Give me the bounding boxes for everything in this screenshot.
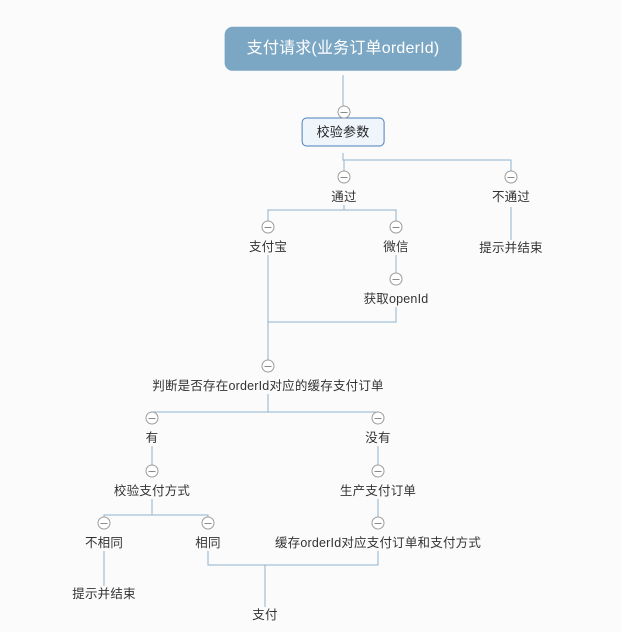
node-pay[interactable]: 支付 (252, 607, 278, 622)
node-verify[interactable]: 校验参数 (301, 117, 385, 147)
node-cache-order[interactable]: 缓存orderId对应支付订单和支付方式 (274, 535, 482, 550)
edge-alipay-to-check-cache (267, 255, 397, 323)
edge-check-cache-to-has (151, 394, 269, 418)
collapse-minus-icon-not-same[interactable] (97, 516, 111, 530)
collapse-minus-icon-fail[interactable] (504, 170, 518, 184)
collapse-minus-icon-verify[interactable] (337, 105, 351, 119)
node-same[interactable]: 相同 (195, 535, 221, 550)
collapse-minus-icon-none[interactable] (371, 411, 385, 425)
collapse-minus-icon-openid[interactable] (389, 272, 403, 286)
node-check-cache[interactable]: 判断是否存在orderId对应的缓存支付订单 (152, 378, 384, 393)
node-wechat[interactable]: 微信 (383, 239, 409, 254)
collapse-minus-icon-cache-order[interactable] (371, 516, 385, 530)
collapse-minus-icon-pass[interactable] (337, 170, 351, 184)
collapse-minus-icon-has[interactable] (145, 411, 159, 425)
node-has[interactable]: 有 (145, 430, 159, 445)
collapse-minus-icon-gen-order[interactable] (371, 464, 385, 478)
edge-pass-to-wechat (343, 205, 397, 227)
node-fail-end[interactable]: 提示并结束 (479, 240, 543, 255)
edge-verify-pay-to-not-same (103, 499, 153, 523)
node-root[interactable]: 支付请求(业务订单orderId) (224, 26, 462, 72)
node-openid[interactable]: 获取openId (363, 291, 429, 306)
collapse-minus-icon-same[interactable] (201, 516, 215, 530)
collapse-minus-icon-alipay[interactable] (261, 220, 275, 234)
collapse-minus-icon-check-cache[interactable] (261, 359, 275, 373)
node-notify-end[interactable]: 提示并结束 (72, 586, 136, 601)
collapse-minus-icon-wechat[interactable] (389, 220, 403, 234)
node-alipay[interactable]: 支付宝 (248, 239, 288, 254)
edge-pass-to-alipay (267, 205, 345, 227)
edge-verify-to-fail (342, 153, 512, 177)
node-gen-order[interactable]: 生产支付订单 (339, 483, 417, 498)
edge-verify-pay-to-same (151, 499, 209, 523)
node-none[interactable]: 没有 (365, 430, 391, 445)
edge-same-to-pay (207, 551, 379, 566)
node-verify-pay[interactable]: 校验支付方式 (113, 483, 191, 498)
edge-check-cache-to-none (267, 394, 379, 418)
collapse-minus-icon-verify-pay[interactable] (145, 464, 159, 478)
node-fail[interactable]: 不通过 (491, 189, 531, 204)
node-pass[interactable]: 通过 (331, 189, 357, 204)
node-not-same[interactable]: 不相同 (84, 535, 124, 550)
